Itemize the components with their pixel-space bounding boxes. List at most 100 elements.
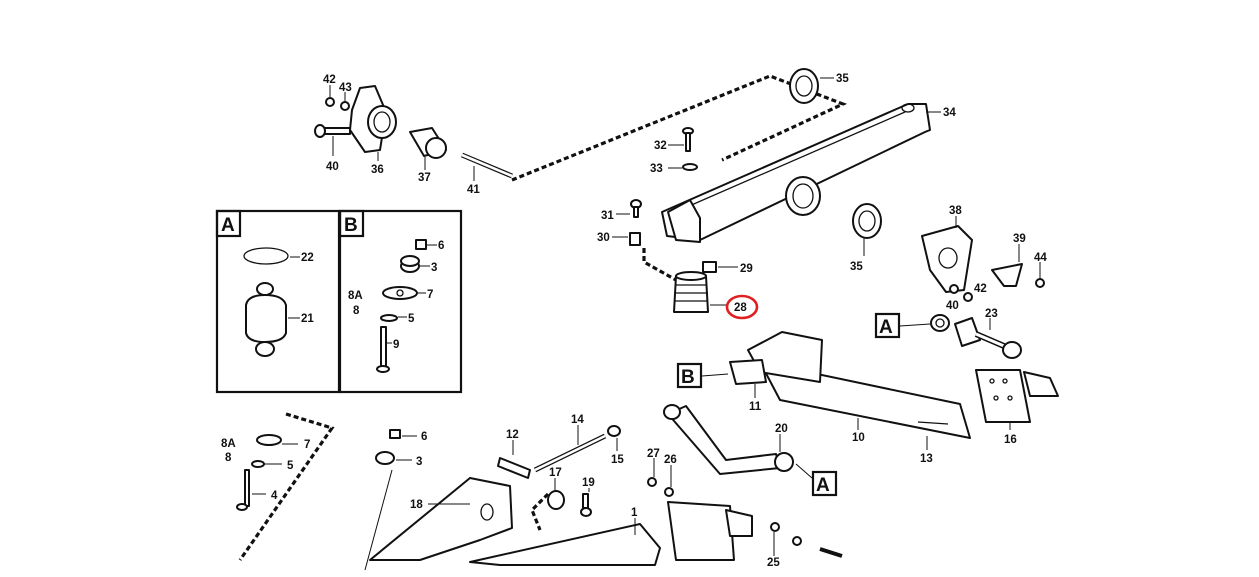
- bolt-icon: [376, 326, 390, 373]
- through-bolt-icon: [461, 152, 513, 179]
- inset-b-tag: B: [344, 215, 358, 236]
- inset-b: B 6 3 8A 7 8 5 9: [338, 209, 463, 394]
- label-6b: 6: [421, 431, 427, 443]
- label-41: 41: [467, 184, 480, 196]
- cap-icon: [547, 490, 565, 510]
- label-19: 19: [582, 477, 595, 489]
- clip-icon: [702, 261, 717, 273]
- label-36: 36: [371, 164, 384, 176]
- rod-end-icon: [930, 314, 950, 332]
- label-30: 30: [597, 232, 610, 244]
- rod-end-icon: [1002, 341, 1022, 359]
- label-31: 31: [601, 210, 614, 222]
- washer-icon: [380, 314, 398, 322]
- label-10: 10: [852, 432, 865, 444]
- reaction-rod-group: A 23: [874, 308, 1022, 359]
- label-16: 16: [1004, 434, 1017, 446]
- rubber-bush-icon: [375, 451, 395, 465]
- circlip-icon: [243, 247, 289, 265]
- washer-icon: [664, 487, 674, 497]
- label-26: 26: [664, 454, 677, 466]
- bolt-icon: [682, 127, 694, 152]
- nut-icon: [415, 239, 427, 250]
- label-15: 15: [611, 454, 624, 466]
- sleeve-icon: [409, 127, 447, 159]
- bolt-group: 32 33 31 30: [597, 127, 698, 246]
- label-21: 21: [301, 313, 314, 325]
- lower-bush-group: 6 3: [364, 429, 427, 571]
- callout-b: B: [681, 367, 695, 388]
- inset-a-tag: A: [221, 215, 235, 236]
- label-b-7: 7: [427, 289, 433, 301]
- washer-icon: [682, 163, 698, 171]
- label-13: 13: [920, 453, 933, 465]
- label-11: 11: [749, 401, 762, 413]
- label-28-highlighted: 28: [734, 302, 747, 314]
- bracket-plate-icon: [382, 286, 418, 300]
- rubber-mount-icon: [673, 275, 709, 313]
- label-b-8: 8: [353, 305, 360, 317]
- rubber-mount-group: 29 28: [673, 261, 759, 320]
- longitudinal-arm-group: B 11 10 13: [676, 331, 971, 465]
- label-33: 33: [650, 163, 663, 175]
- label-b-5: 5: [408, 313, 415, 325]
- bolt-icon: [244, 469, 250, 507]
- arm-bushing-icon: [729, 359, 767, 385]
- nut-icon: [325, 97, 335, 107]
- frame-rail-icon: [369, 477, 513, 561]
- label-7b: 7: [304, 439, 310, 451]
- label-23: 23: [985, 308, 998, 320]
- label-b-3: 3: [431, 262, 437, 274]
- label-32: 32: [654, 140, 667, 152]
- label-18: 18: [410, 499, 423, 511]
- label-29: 29: [740, 263, 753, 275]
- label-42: 42: [323, 74, 336, 86]
- seal-ring-icon: [852, 203, 882, 239]
- lower-bolt-group: 8A 7 8 5 4: [221, 412, 335, 561]
- washer-icon: [251, 460, 265, 468]
- bracket-arm-icon: [991, 263, 1023, 287]
- seal-ring-icon: [789, 68, 819, 104]
- assembly-path-line: [642, 248, 677, 282]
- label-38: 38: [949, 205, 962, 217]
- bolt-small-icon: [314, 124, 351, 138]
- label-1: 1: [631, 507, 638, 519]
- label-25: 25: [767, 557, 780, 569]
- side-bracket-group: 38 39 44 42 40: [921, 205, 1047, 312]
- label-35b: 35: [850, 261, 863, 273]
- label-42b: 42: [974, 283, 987, 295]
- callout-a: A: [879, 317, 893, 338]
- label-20: 20: [775, 423, 788, 435]
- label-27: 27: [647, 448, 660, 460]
- label-35: 35: [836, 73, 849, 85]
- mounting-plate-icon: [975, 369, 1031, 423]
- nut-icon: [1035, 278, 1045, 288]
- label-22: 22: [301, 252, 314, 264]
- label-b-9: 9: [393, 339, 399, 351]
- nut-icon: [607, 425, 621, 437]
- label-44: 44: [1034, 252, 1047, 264]
- callout-a2: A: [816, 475, 830, 496]
- spacer-icon: [629, 232, 641, 246]
- label-b-8a: 8A: [348, 290, 363, 302]
- label-b-6: 6: [438, 240, 444, 252]
- label-40b: 40: [946, 300, 959, 312]
- curved-link-group: A 20: [663, 404, 838, 497]
- label-37: 37: [418, 172, 431, 184]
- label-8b: 8: [225, 452, 232, 464]
- label-39: 39: [1013, 233, 1026, 245]
- label-3b: 3: [416, 456, 422, 468]
- bolt-icon: [630, 199, 642, 218]
- mounting-plate-group: 16: [975, 369, 1059, 446]
- cross-member-group: 35 34 35: [661, 68, 956, 273]
- label-40: 40: [326, 161, 339, 173]
- label-14: 14: [571, 414, 584, 426]
- label-5b: 5: [287, 460, 294, 472]
- tie-plate-icon: [497, 457, 531, 479]
- nut-icon: [647, 477, 657, 487]
- curved-link-icon: [667, 405, 781, 475]
- label-17: 17: [549, 467, 562, 479]
- assembly-path-line: [511, 74, 848, 182]
- rubber-bush-icon: [400, 255, 420, 273]
